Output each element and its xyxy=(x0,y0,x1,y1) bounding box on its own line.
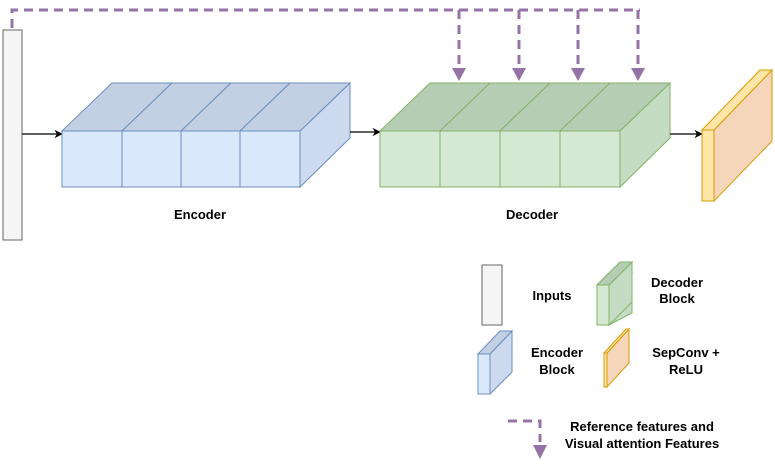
encoder-front-1 xyxy=(61,130,123,188)
decoder-front-2 xyxy=(439,130,501,188)
encoder-front-4 xyxy=(239,130,301,188)
legend-reference-label-line1: Reference features and xyxy=(570,419,714,434)
legend-encoder-swatch xyxy=(476,329,514,396)
legend-decoder-label-line1: Decoder xyxy=(651,275,703,290)
legend-sepconv-label-line1: SepConv + xyxy=(652,345,720,360)
decoder-front-4 xyxy=(559,130,621,188)
encoder-front-2 xyxy=(121,130,182,188)
attention-connector xyxy=(10,8,640,70)
decoder-block xyxy=(378,81,672,189)
decoder-front-3 xyxy=(499,130,561,188)
decoder-front-1 xyxy=(379,130,441,188)
legend-inputs-label: Inputs xyxy=(533,288,572,303)
encoder-label: Encoder xyxy=(174,207,226,222)
legend-reference-label-line2: Visual attention Features xyxy=(565,436,719,451)
legend-attention-arrow xyxy=(508,419,547,459)
output-block xyxy=(700,68,774,203)
attention-arrowhead-3 xyxy=(571,68,585,81)
input-bar xyxy=(2,29,23,241)
attention-arrowhead-1 xyxy=(452,68,466,81)
legend-decoder-label-line2: Block xyxy=(659,291,695,306)
attention-arrowheads xyxy=(452,68,645,81)
encoder-block xyxy=(60,81,352,189)
attention-arrowhead-2 xyxy=(512,68,526,81)
legend-inputs-swatch xyxy=(481,264,503,326)
attention-arrowhead-4 xyxy=(631,68,645,81)
encoder-front-3 xyxy=(180,130,241,188)
legend-sepconv-label-line2: ReLU xyxy=(669,362,703,377)
legend-decoder-swatch xyxy=(595,260,634,327)
legend-encoder-label-line2: Block xyxy=(539,362,575,377)
attention-line-top xyxy=(10,8,640,28)
output-front-face xyxy=(701,129,715,202)
legend-encoder-label-line1: Encoder xyxy=(531,345,583,360)
decoder-label: Decoder xyxy=(506,207,558,222)
legend: Inputs Decoder Block Encoder Block SepCo… xyxy=(476,260,720,459)
legend-sepconv-swatch xyxy=(602,327,631,389)
